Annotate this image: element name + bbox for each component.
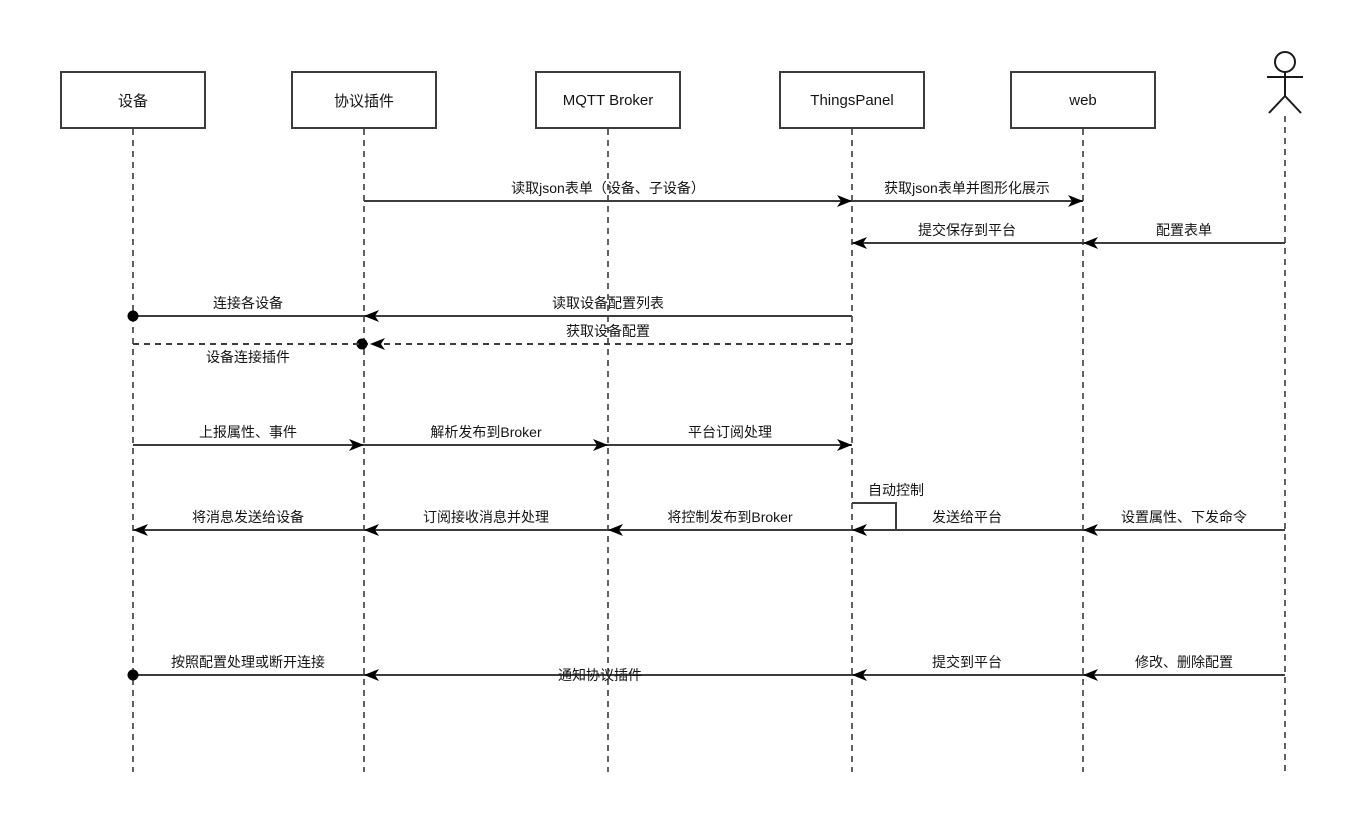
message-label: 读取设备配置列表 — [552, 295, 664, 311]
arrowhead-left — [1083, 524, 1098, 536]
message-label: 设备连接插件 — [206, 349, 290, 365]
endpoint-ball — [356, 338, 368, 350]
arrowhead-left — [364, 669, 379, 681]
message-label: 订阅接收消息并处理 — [423, 509, 549, 525]
message-label: 提交保存到平台 — [918, 222, 1016, 238]
arrowhead-left — [364, 310, 379, 322]
participant-mqtt-broker: MQTT Broker — [535, 71, 681, 129]
arrowhead-left — [852, 524, 867, 536]
endpoint-ball — [127, 669, 139, 681]
message-label: 提交到平台 — [932, 654, 1002, 670]
message-label: 获取json表单并图形化展示 — [884, 180, 1050, 196]
message-label: 获取设备配置 — [566, 323, 650, 339]
arrowhead-left — [370, 338, 385, 350]
message-label: 将消息发送给设备 — [192, 509, 304, 525]
message-label: 读取json表单（设备、子设备） — [511, 180, 705, 196]
message-label: 将控制发布到Broker — [667, 509, 793, 525]
actor-icon — [1267, 51, 1303, 114]
arrowhead-left — [133, 524, 148, 536]
message-label: 修改、删除配置 — [1135, 654, 1233, 670]
arrowhead-right — [837, 439, 852, 451]
arrowhead-left — [608, 524, 623, 536]
participant-web-label: web — [1069, 91, 1097, 109]
arrowhead-left — [852, 237, 867, 249]
endpoint-ball — [127, 310, 139, 322]
self-loop-label: 自动控制 — [868, 482, 924, 498]
arrowhead-left — [1083, 669, 1098, 681]
arrowhead-left — [364, 524, 379, 536]
participant-thingspanel: ThingsPanel — [779, 71, 925, 129]
message-label: 连接各设备 — [213, 295, 283, 311]
message-label: 发送给平台 — [932, 509, 1002, 525]
message-label: 平台订阅处理 — [688, 424, 772, 440]
self-loop-line — [852, 502, 897, 529]
message-label: 通知协议插件 — [558, 667, 642, 683]
message-label: 配置表单 — [1156, 222, 1212, 238]
arrowhead-right — [837, 195, 852, 207]
message-label: 上报属性、事件 — [199, 424, 297, 440]
participant-device: 设备 — [60, 71, 206, 129]
participant-device-label: 设备 — [117, 92, 148, 110]
arrowhead-right — [1068, 195, 1083, 207]
participant-thingspanel-label: ThingsPanel — [810, 91, 894, 109]
message-label: 按照配置处理或断开连接 — [171, 654, 325, 670]
arrowhead-right — [349, 439, 364, 451]
message-label: 解析发布到Broker — [430, 424, 542, 440]
message-label: 设置属性、下发命令 — [1121, 509, 1247, 525]
participant-plugin: 协议插件 — [291, 71, 437, 129]
participant-mqtt-broker-label: MQTT Broker — [562, 91, 654, 109]
arrowhead-right — [593, 439, 608, 451]
participant-plugin-label: 协议插件 — [333, 92, 394, 110]
participant-web: web — [1010, 71, 1156, 129]
arrowhead-left — [1083, 237, 1098, 249]
arrowhead-left — [852, 669, 867, 681]
